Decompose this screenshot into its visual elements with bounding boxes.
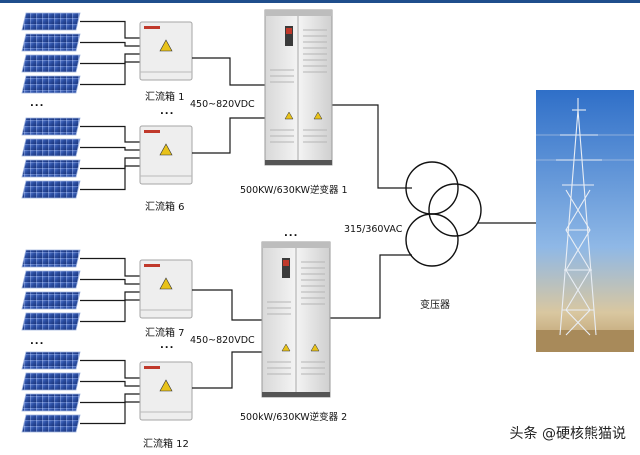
solar-panel bbox=[21, 249, 81, 268]
panel-ellipsis-lower: ... bbox=[30, 336, 45, 347]
combiner-box-7 bbox=[139, 259, 193, 319]
solar-panel bbox=[21, 159, 81, 178]
ac-voltage-label: 315/360VAC bbox=[344, 224, 403, 235]
panel-string-wire bbox=[80, 125, 140, 143]
top-accent-bar bbox=[0, 0, 640, 3]
combiner-boxes bbox=[139, 21, 193, 421]
panel-string-wire bbox=[80, 257, 140, 277]
solar-panel bbox=[21, 291, 81, 310]
transformer-symbol bbox=[405, 161, 482, 267]
panel-string-wire bbox=[80, 146, 140, 151]
wire-box6-inv1 bbox=[192, 117, 265, 154]
solar-panel bbox=[21, 117, 81, 136]
panel-ellipsis-upper: ... bbox=[30, 98, 45, 109]
solar-panel bbox=[21, 54, 81, 73]
transmission-tower-photo bbox=[536, 90, 634, 352]
solar-panel bbox=[21, 75, 81, 94]
panel-string-wire bbox=[80, 393, 140, 404]
warning-icon bbox=[159, 39, 173, 52]
wire-inv2-transformer bbox=[330, 254, 412, 319]
wire-box7-inv2 bbox=[192, 289, 262, 321]
combiner-box-12-label: 汇流箱 12 bbox=[143, 439, 189, 450]
panel-string-wire bbox=[80, 380, 140, 387]
solar-panel bbox=[21, 138, 81, 157]
panel-string-wire bbox=[80, 157, 140, 170]
panel-string-wire bbox=[80, 291, 140, 302]
combiner-box-7-label: 汇流箱 7 bbox=[145, 328, 185, 339]
panel-string-wire bbox=[80, 20, 140, 39]
transformer-label: 变压器 bbox=[420, 300, 450, 311]
combiner-box-1-label: 汇流箱 1 bbox=[145, 92, 185, 103]
wire-inv1-transformer bbox=[332, 104, 412, 189]
inverter-2-label: 500kW/630KW逆变器 2 bbox=[240, 412, 348, 423]
solar-panel bbox=[21, 372, 81, 391]
panel-string-wire bbox=[80, 359, 140, 379]
combiner-box-6-label: 汇流箱 6 bbox=[145, 202, 185, 213]
panel-string-wire bbox=[80, 278, 140, 285]
panel-string-wire bbox=[80, 401, 140, 425]
combiner-box-1 bbox=[139, 21, 193, 81]
panel-string-wire bbox=[80, 53, 140, 65]
solar-panel-array bbox=[21, 12, 81, 433]
dc-voltage-upper: 450~820VDC bbox=[190, 99, 255, 110]
inverter-ellipsis: ... bbox=[284, 228, 299, 239]
solar-panel bbox=[21, 351, 81, 370]
combiner-box-6 bbox=[139, 125, 193, 185]
solar-panel bbox=[21, 180, 81, 199]
dc-voltage-lower: 450~820VDC bbox=[190, 335, 255, 346]
panel-string-wire bbox=[80, 165, 140, 191]
warning-icon bbox=[159, 379, 173, 392]
combiner-box-12 bbox=[139, 361, 193, 421]
inverter-cabinet-2 bbox=[261, 241, 331, 398]
panel-string-wire bbox=[80, 299, 140, 323]
inverter-1-label: 500KW/630KW逆变器 1 bbox=[240, 185, 348, 196]
solar-panel bbox=[21, 312, 81, 331]
solar-panel bbox=[21, 393, 81, 412]
solar-panel bbox=[21, 33, 81, 52]
warning-icon bbox=[159, 277, 173, 290]
wire-box1-inv1 bbox=[192, 57, 265, 86]
panel-string-wire bbox=[80, 41, 140, 47]
box-ellipsis-upper: ... bbox=[160, 106, 175, 117]
solar-panel bbox=[21, 12, 81, 31]
box-ellipsis-lower: ... bbox=[160, 340, 175, 351]
wire-box12-inv2 bbox=[192, 351, 262, 389]
warning-icon bbox=[159, 143, 173, 156]
solar-panel bbox=[21, 270, 81, 289]
watermark: 头条 @硬核熊猫说 bbox=[509, 426, 626, 442]
panel-wires bbox=[80, 20, 140, 425]
main-wires bbox=[192, 57, 545, 389]
solar-panel bbox=[21, 414, 81, 433]
inverter-cabinet-1 bbox=[264, 9, 333, 166]
panel-string-wire bbox=[80, 61, 140, 86]
